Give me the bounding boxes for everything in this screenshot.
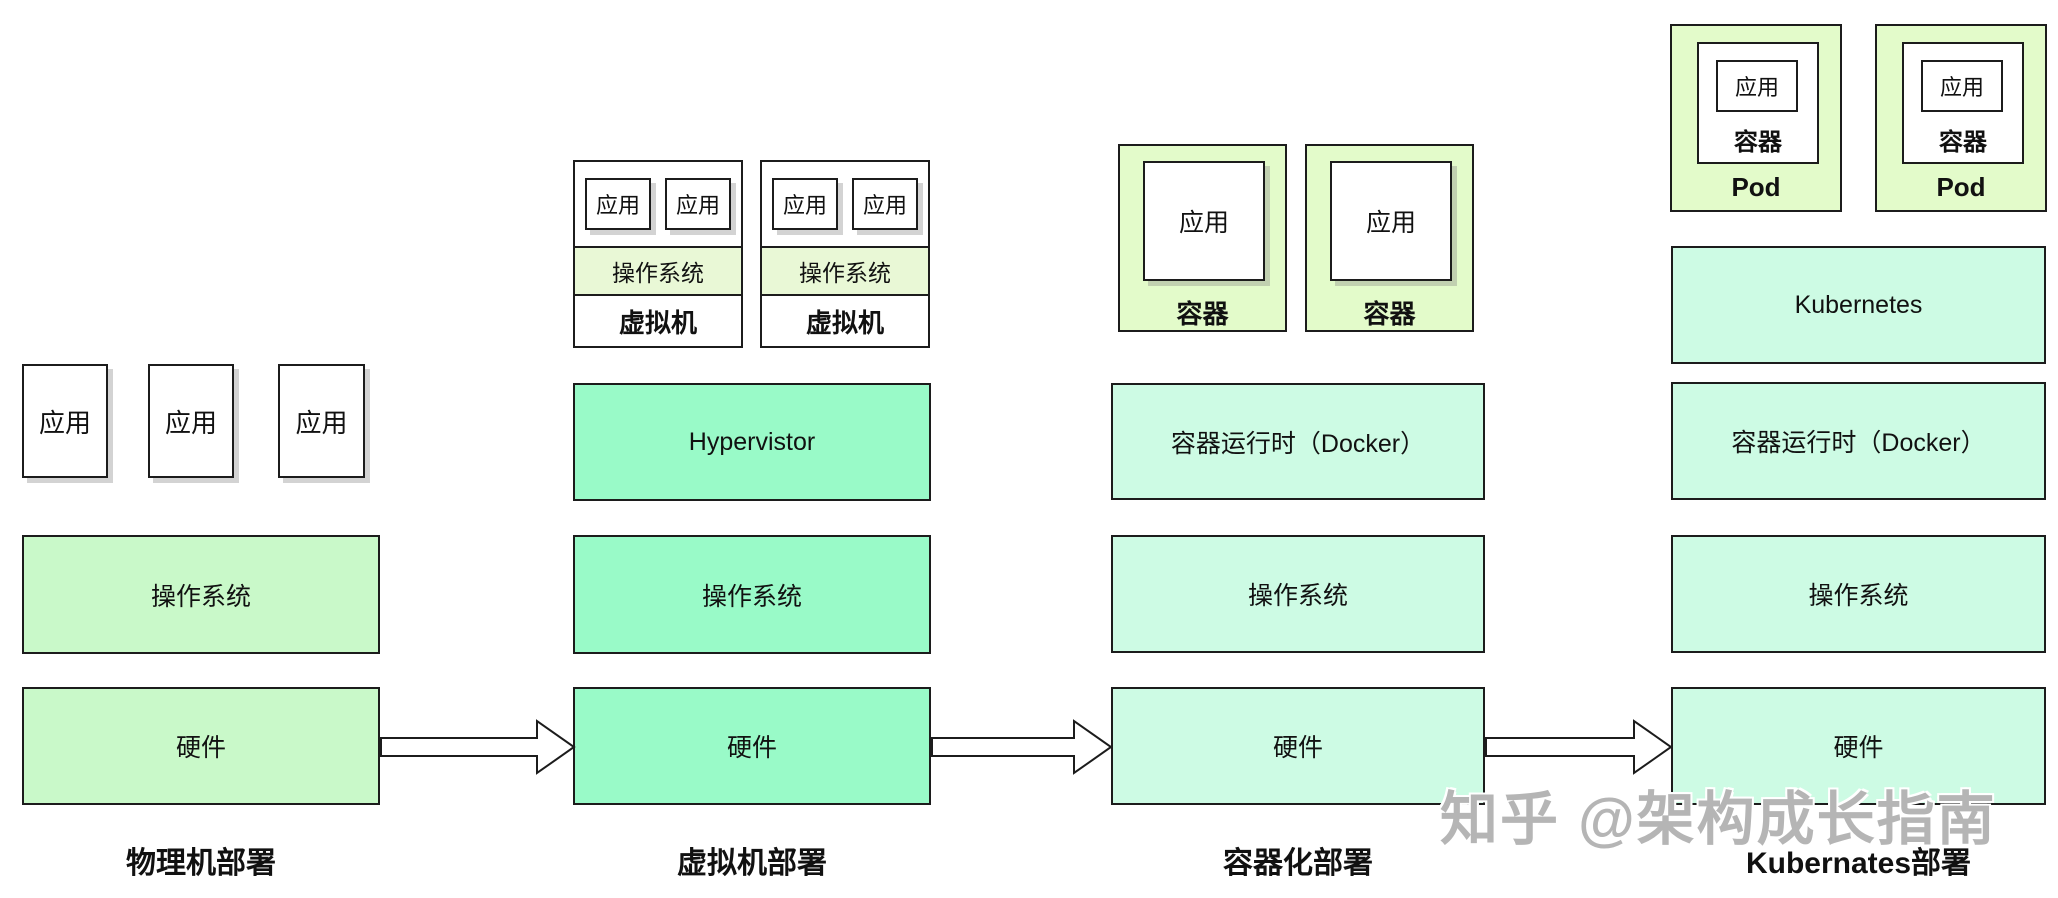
vm-label: 虚拟机	[575, 296, 741, 346]
container-box: 应用 容器	[1118, 144, 1287, 332]
pod-container-box: 应用 容器	[1697, 42, 1819, 164]
k8s-container-runtime-box: 容器运行时（Docker）	[1671, 382, 2046, 500]
physical-hardware-box: 硬件	[22, 687, 380, 805]
vm-stack: 应用 应用 操作系统 虚拟机	[573, 160, 743, 348]
vm-os-band: 操作系统	[575, 246, 741, 296]
hypervisor-box: Hypervistor	[573, 383, 931, 501]
pod-container-label: 容器	[1939, 129, 1987, 156]
pod-label: Pod	[1936, 172, 1986, 202]
zhihu-watermark: 知乎 @架构成长指南	[1440, 787, 1997, 852]
vm-stack: 应用 应用 操作系统 虚拟机	[760, 160, 930, 348]
pod-container-box: 应用 容器	[1902, 42, 2024, 164]
pod-container-label: 容器	[1734, 129, 1782, 156]
vm-os-box: 操作系统	[573, 535, 931, 654]
physical-app-box: 应用	[22, 364, 108, 478]
k8s-hardware-box: 硬件	[1671, 687, 2046, 805]
flow-arrow-icon	[1485, 719, 1673, 775]
vm-app-box: 应用	[665, 178, 731, 230]
pod-app-box: 应用	[1716, 60, 1798, 112]
container-runtime-box: 容器运行时（Docker）	[1111, 383, 1485, 500]
vm-app-area: 应用 应用	[762, 162, 928, 246]
physical-os-box: 操作系统	[22, 535, 380, 654]
container-app-box: 应用	[1330, 161, 1452, 281]
pod-box: 应用 容器 Pod	[1875, 24, 2047, 212]
pod-app-box: 应用	[1921, 60, 2003, 112]
column-title-kubernetes: Kubernates部署	[1745, 847, 1972, 880]
column-title-container: 容器化部署	[1223, 847, 1373, 880]
container-box: 应用 容器	[1305, 144, 1474, 332]
container-hardware-box: 硬件	[1111, 687, 1485, 805]
k8s-os-box: 操作系统	[1671, 535, 2046, 653]
kubernetes-box: Kubernetes	[1671, 246, 2046, 364]
vm-app-box: 应用	[852, 178, 918, 230]
column-title-physical: 物理机部署	[126, 847, 276, 880]
container-label: 容器	[1363, 299, 1416, 329]
vm-app-box: 应用	[772, 178, 838, 230]
pod-box: 应用 容器 Pod	[1670, 24, 1842, 212]
container-label: 容器	[1176, 299, 1229, 329]
vm-app-area: 应用 应用	[575, 162, 741, 246]
container-app-box: 应用	[1143, 161, 1265, 281]
vm-label: 虚拟机	[762, 296, 928, 346]
vm-os-band: 操作系统	[762, 246, 928, 296]
flow-arrow-icon	[931, 719, 1113, 775]
container-os-box: 操作系统	[1111, 535, 1485, 653]
physical-app-box: 应用	[148, 364, 234, 478]
physical-app-box: 应用	[278, 364, 365, 478]
flow-arrow-icon	[380, 719, 576, 775]
vm-hardware-box: 硬件	[573, 687, 931, 805]
vm-app-box: 应用	[585, 178, 651, 230]
pod-label: Pod	[1731, 172, 1781, 202]
column-title-vm: 虚拟机部署	[677, 847, 827, 880]
